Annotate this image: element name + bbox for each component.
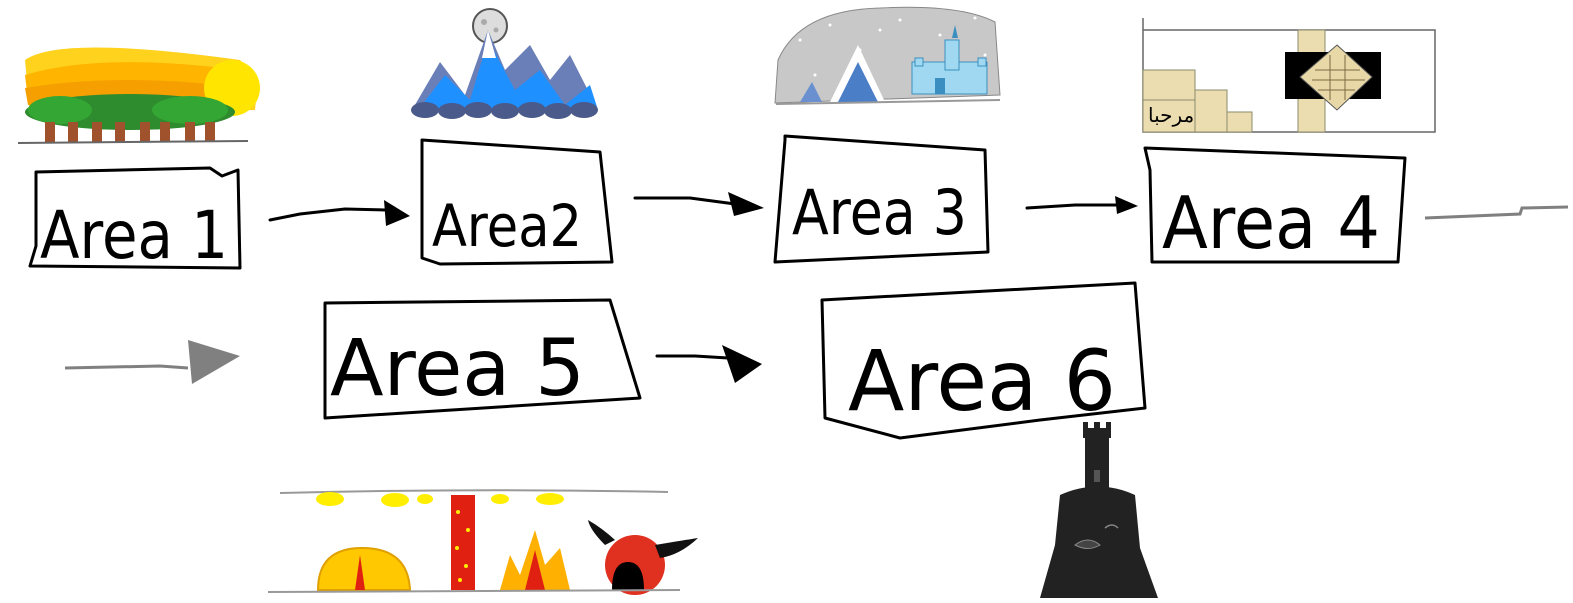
area4-sign-text: مرحبا [1148,103,1194,127]
area4-scene-illustration: مرحبا [1142,18,1436,133]
arrow-area5-to-area6 [655,345,762,383]
arrow-area4-continuation [1424,205,1569,220]
area1-scene-illustration [17,47,260,144]
arrow-area2-to-area3 [633,192,764,216]
arrow-area1-to-area2 [268,200,410,226]
area5-box: Area 5 [323,298,642,420]
area6-label: Area 6 [848,332,1116,430]
area1-box: Area 1 [28,166,242,274]
area6-scene-illustration [1040,422,1158,598]
area2-label: Area2 [432,192,582,260]
area2-scene-illustration [411,8,598,119]
arrow-continuation-to-area5 [64,340,240,384]
area5-scene-illustration [267,489,698,595]
area5-label: Area 5 [330,324,585,414]
arrow-area3-to-area4 [1025,196,1138,214]
area2-box: Area2 [420,138,614,266]
area3-scene-illustration [774,6,1001,105]
area3-box: Area 3 [773,134,990,264]
area4-label: Area 4 [1162,181,1380,265]
area4-box: Area 4 [1143,146,1407,265]
area3-label: Area 3 [792,176,967,249]
area1-label: Area 1 [40,197,228,274]
area6-box: Area 6 [820,281,1147,440]
